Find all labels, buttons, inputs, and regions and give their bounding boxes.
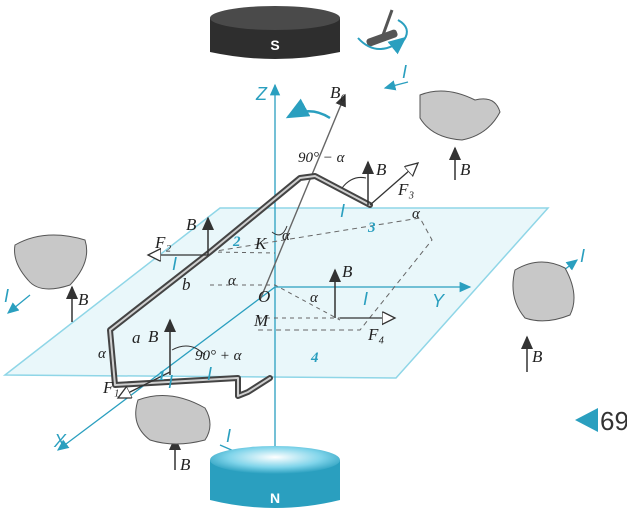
b-label-bottom: B bbox=[180, 455, 191, 474]
current-label-left: I bbox=[4, 286, 9, 306]
hand-icon bbox=[14, 234, 88, 290]
point-a-label: a bbox=[132, 328, 141, 347]
b-label-center: B bbox=[342, 262, 353, 281]
s-pole-magnet bbox=[210, 6, 340, 59]
s-pole-label: S bbox=[270, 37, 279, 53]
horizontal-plane bbox=[2, 207, 550, 379]
point-b-label: b bbox=[182, 275, 191, 294]
angle-ninety-plus-label: 90° + α bbox=[195, 348, 243, 364]
current-label-bottom: I bbox=[226, 426, 231, 446]
current-label-right: I bbox=[580, 246, 585, 266]
hand-icon bbox=[512, 261, 575, 322]
x-axis-label: X bbox=[53, 431, 67, 451]
rotation-arrow bbox=[285, 98, 331, 120]
current-label-top: I bbox=[402, 62, 407, 82]
current-label-side1: I bbox=[168, 372, 173, 392]
angle-alpha-b: α bbox=[228, 273, 237, 289]
page-marker-icon bbox=[575, 408, 598, 432]
y-axis-label: Y bbox=[432, 291, 446, 311]
angle-alpha-3: α bbox=[412, 206, 421, 222]
side-1-label: 1 bbox=[158, 368, 166, 384]
b-label-side3: B bbox=[376, 160, 387, 179]
current-arrow-left bbox=[6, 294, 31, 314]
angle-alpha-k: α bbox=[282, 228, 291, 244]
frame-dashed-outline bbox=[209, 217, 433, 331]
current-label-side3: I bbox=[340, 201, 345, 221]
point-k-label: K bbox=[254, 234, 268, 253]
b0-vector bbox=[259, 93, 346, 301]
current-label-side4: I bbox=[207, 364, 212, 384]
f1-label: F₁ bbox=[102, 378, 119, 397]
hand-icon bbox=[135, 395, 211, 445]
n-pole-label: N bbox=[270, 490, 280, 506]
side-3-label: 3 bbox=[367, 220, 376, 236]
angle-ninety-minus-label: 90° − α bbox=[298, 150, 346, 166]
f3-vector bbox=[369, 163, 418, 206]
f3-label: F₃ bbox=[397, 180, 414, 199]
f4-label: F₄ bbox=[367, 325, 384, 344]
current-label-side2: I bbox=[172, 254, 177, 274]
b-label-side2: B bbox=[186, 215, 197, 234]
n-pole-magnet bbox=[210, 446, 340, 508]
b-label-left: B bbox=[78, 290, 89, 309]
angle-alpha-1: α bbox=[98, 346, 107, 362]
f2-label: F₂ bbox=[154, 233, 171, 252]
compass-needle-icon bbox=[357, 9, 408, 55]
f1-vector bbox=[118, 371, 171, 398]
origin-label: O bbox=[258, 287, 270, 306]
b0-label: B₀ bbox=[330, 83, 346, 102]
angle-alpha-o: α bbox=[310, 290, 319, 306]
point-m-label: M bbox=[253, 311, 269, 330]
b-label-side1: B bbox=[148, 327, 159, 346]
current-arrow-top bbox=[383, 80, 409, 91]
b-label-right: B bbox=[532, 347, 543, 366]
side-2-label: 2 bbox=[232, 234, 241, 250]
x-axis bbox=[56, 286, 276, 451]
b-label-topright: B bbox=[460, 160, 471, 179]
current-label-dashed: I bbox=[363, 289, 368, 309]
side-4-label: 4 bbox=[310, 350, 319, 366]
hand-icon bbox=[419, 90, 501, 141]
page-number: 69 bbox=[600, 406, 627, 436]
z-axis-label: Z bbox=[255, 84, 268, 104]
